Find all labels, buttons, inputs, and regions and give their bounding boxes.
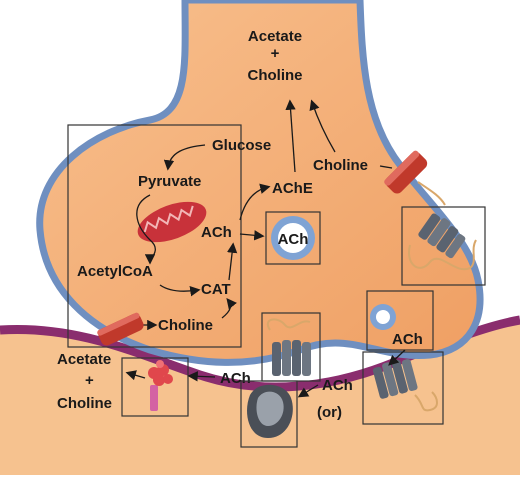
ache-enzyme-box bbox=[121, 357, 189, 417]
synthesis-box bbox=[67, 124, 242, 348]
ach-to-postsynaptic-receptor-arrow bbox=[388, 349, 406, 366]
glucose-label: Glucose bbox=[212, 137, 271, 154]
cat-to-ach-arrow bbox=[226, 242, 238, 281]
transporter-tail-upper bbox=[417, 181, 446, 206]
ach-bottom-right-label: ACh bbox=[322, 377, 353, 394]
pyruvate-to-acetylcoa-arrow bbox=[136, 194, 156, 265]
ach-vesicle-label: ACh bbox=[278, 231, 309, 248]
choline-up-arrow bbox=[309, 99, 336, 153]
ach-to-vesicle-arrow bbox=[239, 230, 265, 241]
autoreceptor-box bbox=[401, 206, 486, 286]
bottom-plus-label: + bbox=[85, 372, 94, 389]
glucose-to-pyruvate-arrow bbox=[163, 144, 206, 171]
ach-to-muscarinic-arrow bbox=[297, 384, 319, 398]
cat-label: CAT bbox=[201, 281, 231, 298]
presynaptic-terminal bbox=[36, 0, 484, 366]
bottom-acetate-label: Acetate bbox=[57, 351, 111, 368]
or-label: (or) bbox=[317, 404, 342, 421]
ache-label: AChE bbox=[272, 180, 313, 197]
release-box bbox=[366, 290, 434, 351]
transporter-to-choline-right-arrow bbox=[379, 165, 393, 169]
choline-bottom-label: Choline bbox=[158, 317, 213, 334]
vesicle-lumen bbox=[278, 223, 308, 253]
postsynaptic-receptor-right bbox=[372, 359, 418, 399]
ach-to-enzyme-arrow bbox=[187, 371, 216, 382]
autoreceptor bbox=[418, 213, 466, 259]
mitochondrion bbox=[137, 201, 207, 243]
acetylcoa-to-cat-arrow bbox=[159, 284, 201, 297]
postsynaptic-receptor-tail bbox=[414, 391, 438, 412]
vesicle-box bbox=[265, 211, 321, 265]
choline-transporter-lower bbox=[97, 312, 144, 346]
choline-transporter-upper bbox=[384, 150, 428, 194]
ach-right-receptor-label: ACh bbox=[392, 331, 423, 348]
ache-enzyme bbox=[148, 360, 173, 411]
pyruvate-label: Pyruvate bbox=[138, 173, 201, 190]
ach-bottom-left-label: ACh bbox=[220, 370, 251, 387]
top-plus-label: + bbox=[271, 45, 280, 62]
ach-left-label: ACh bbox=[201, 224, 232, 241]
muscarinic-receptor bbox=[247, 384, 293, 438]
autoreceptor-tail bbox=[408, 239, 477, 271]
enzyme-to-products-arrow bbox=[125, 370, 146, 381]
bottom-choline-label: Choline bbox=[57, 395, 112, 412]
ache-up-arrow bbox=[285, 99, 296, 173]
top-choline-label: Choline bbox=[248, 67, 303, 84]
nicotinic-receptor bbox=[272, 340, 311, 376]
acetylcoa-label: AcetylCoA bbox=[77, 263, 153, 280]
nicotinic-receptor-tail bbox=[266, 318, 311, 331]
choline-to-cat-arrow bbox=[221, 297, 237, 319]
muscarinic-receptor-box bbox=[240, 380, 298, 448]
choline-right-label: Choline bbox=[313, 157, 368, 174]
top-acetate-label: Acetate bbox=[248, 28, 302, 45]
release-vesicle-lumen bbox=[376, 310, 390, 324]
ach-to-ache-arrow bbox=[239, 183, 271, 221]
